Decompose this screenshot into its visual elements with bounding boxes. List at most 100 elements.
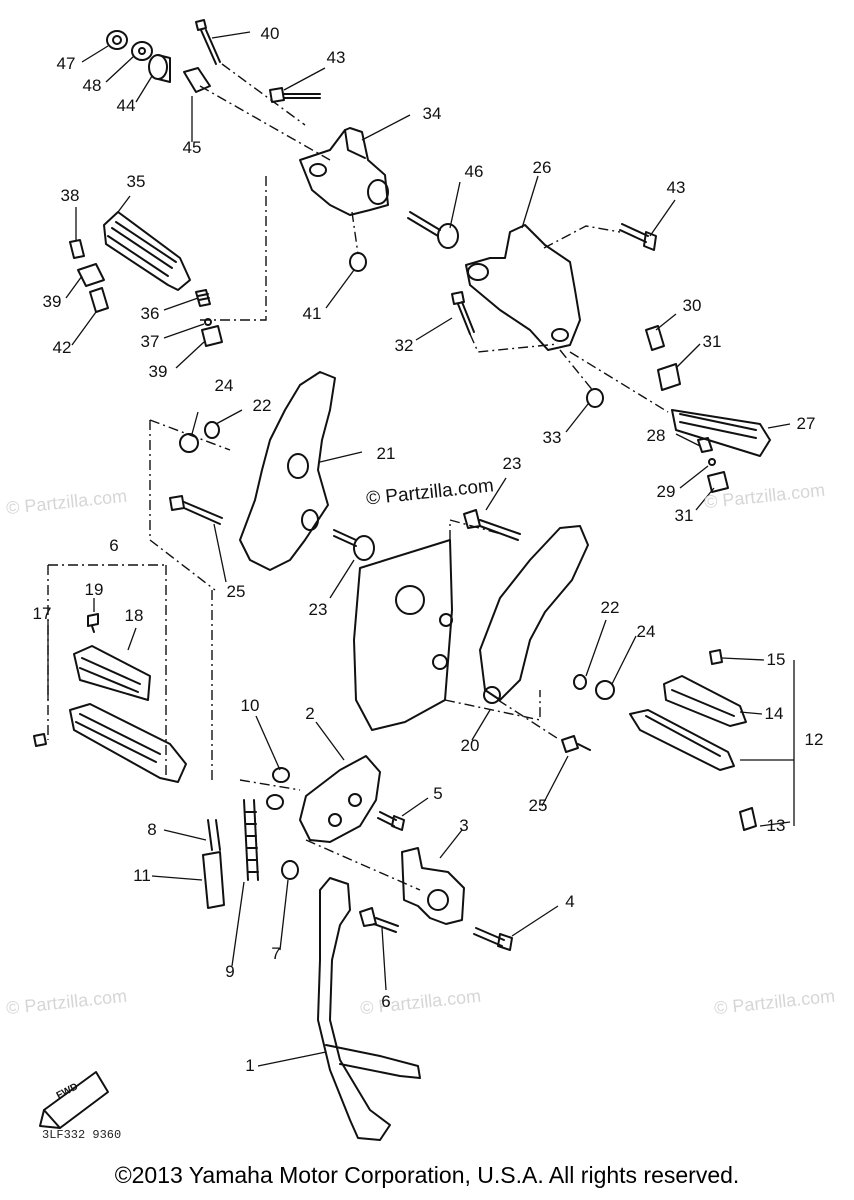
bolt-part-23-right — [463, 509, 521, 541]
bolt-part-40 — [195, 19, 221, 65]
plate-part-39-bottom — [201, 325, 223, 347]
callout-21: 21 — [376, 444, 396, 463]
fwd-arrow-icon — [39, 1071, 109, 1129]
footrest-part-27 — [671, 409, 771, 457]
pin-part-45 — [183, 67, 211, 93]
callout-25-left: 25 — [226, 582, 246, 601]
callout-24-left: 24 — [214, 376, 234, 395]
bolt-part-25-right — [561, 735, 591, 753]
washer-part-22-right — [573, 674, 587, 690]
callout-42: 42 — [52, 338, 72, 357]
bushing-part-44 — [148, 54, 171, 83]
bolt-part-6-lower — [359, 907, 399, 933]
callout-24-right: 24 — [636, 622, 656, 641]
callout-39-bottom: 39 — [148, 362, 168, 381]
callout-17: 17 — [32, 604, 52, 623]
callout-35: 35 — [126, 172, 146, 191]
bolt-part-46 — [407, 211, 459, 249]
sidestand-part-1 — [317, 877, 421, 1141]
bracket-part-34 — [299, 127, 389, 216]
pin-part-42 — [89, 287, 109, 313]
callout-8: 8 — [147, 820, 157, 839]
bolt-part-5 — [377, 811, 405, 831]
callout-47: 47 — [56, 54, 76, 73]
callout-43-right: 43 — [666, 178, 686, 197]
pin-part-13 — [739, 807, 757, 831]
footrest-part-14 — [663, 675, 747, 727]
bracket-part-2 — [299, 755, 381, 843]
callout-32: 32 — [394, 336, 414, 355]
bracket-part-21 — [239, 371, 336, 571]
footrest-part-18 — [73, 645, 151, 701]
callout-27: 27 — [796, 414, 816, 433]
callout-22-right: 22 — [600, 598, 620, 617]
callout-2: 2 — [305, 704, 315, 723]
callout-39-top: 39 — [42, 292, 62, 311]
ball-part-29 — [708, 458, 716, 466]
callout-23-right: 23 — [502, 454, 522, 473]
footrest-part-13-assembly — [629, 709, 735, 771]
callout-38: 38 — [60, 186, 80, 205]
ball-part-37 — [204, 318, 212, 326]
screw-part-19 — [87, 613, 99, 633]
callout-7: 7 — [271, 944, 281, 963]
callout-1: 1 — [245, 1056, 255, 1075]
bolt-part-32 — [451, 291, 475, 335]
bolt-part-23-left — [333, 529, 375, 561]
collar-part-47 — [106, 30, 128, 50]
callout-45: 45 — [182, 138, 202, 157]
spring-part-36 — [195, 289, 211, 307]
callout-11: 11 — [133, 866, 151, 885]
bolt-part-43-top — [269, 87, 321, 103]
footrest-part-35 — [103, 211, 191, 291]
pin-part-38 — [69, 239, 85, 259]
callout-31-bottom: 31 — [674, 506, 694, 525]
bolt-part-4 — [473, 927, 513, 951]
callout-19: 19 — [84, 580, 104, 599]
callout-13: 13 — [766, 816, 786, 835]
spring-part-28 — [697, 437, 713, 453]
callout-3: 3 — [459, 816, 469, 835]
callout-41: 41 — [302, 304, 322, 323]
callout-44: 44 — [116, 96, 136, 115]
washer-part-22-left — [204, 421, 220, 439]
callout-43-top: 43 — [326, 48, 346, 67]
callout-30: 30 — [682, 296, 702, 315]
callout-6-group: 6 — [109, 536, 119, 555]
frame-outline — [353, 539, 453, 731]
bolt-part-43-right — [619, 223, 657, 251]
callout-18: 18 — [124, 606, 144, 625]
callout-25-right: 25 — [528, 796, 548, 815]
nut-part-33 — [586, 388, 604, 408]
callout-23-left: 23 — [308, 600, 328, 619]
washer-part-48 — [131, 41, 153, 61]
plate-part-31-bottom — [707, 471, 729, 493]
callout-48: 48 — [82, 76, 102, 95]
callout-34: 34 — [422, 104, 442, 123]
callout-26: 26 — [532, 158, 552, 177]
callout-4: 4 — [565, 892, 575, 911]
collar-part-10 — [266, 767, 290, 810]
callout-40: 40 — [260, 24, 280, 43]
callout-20: 20 — [460, 736, 480, 755]
nut-part-7 — [281, 860, 299, 880]
callout-28: 28 — [646, 426, 666, 445]
callout-22-left: 22 — [252, 396, 272, 415]
callout-5: 5 — [433, 784, 443, 803]
callout-15: 15 — [766, 650, 786, 669]
callout-12: 12 — [804, 730, 824, 749]
callout-14: 14 — [764, 704, 784, 723]
callout-46: 46 — [464, 162, 484, 181]
bracket-part-20 — [479, 525, 589, 704]
washer-part-24-right — [595, 680, 615, 700]
callout-36: 36 — [140, 304, 160, 323]
copyright-footer: ©2013 Yamaha Motor Corporation, U.S.A. A… — [114, 1162, 740, 1188]
bracket-part-26 — [465, 224, 581, 351]
nut-part-41 — [349, 252, 367, 272]
pin-part-17 — [33, 733, 47, 747]
plate-part-31-top — [657, 363, 681, 391]
callout-31-top: 31 — [702, 332, 722, 351]
footrest-part-17-assembly — [69, 703, 187, 783]
